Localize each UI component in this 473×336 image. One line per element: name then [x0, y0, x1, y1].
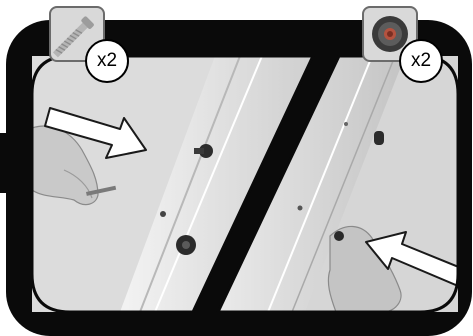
cap-nut-quantity-badge: x2: [399, 39, 443, 83]
screw-quantity-badge: x2: [85, 39, 129, 83]
bolt-end: [374, 131, 384, 145]
